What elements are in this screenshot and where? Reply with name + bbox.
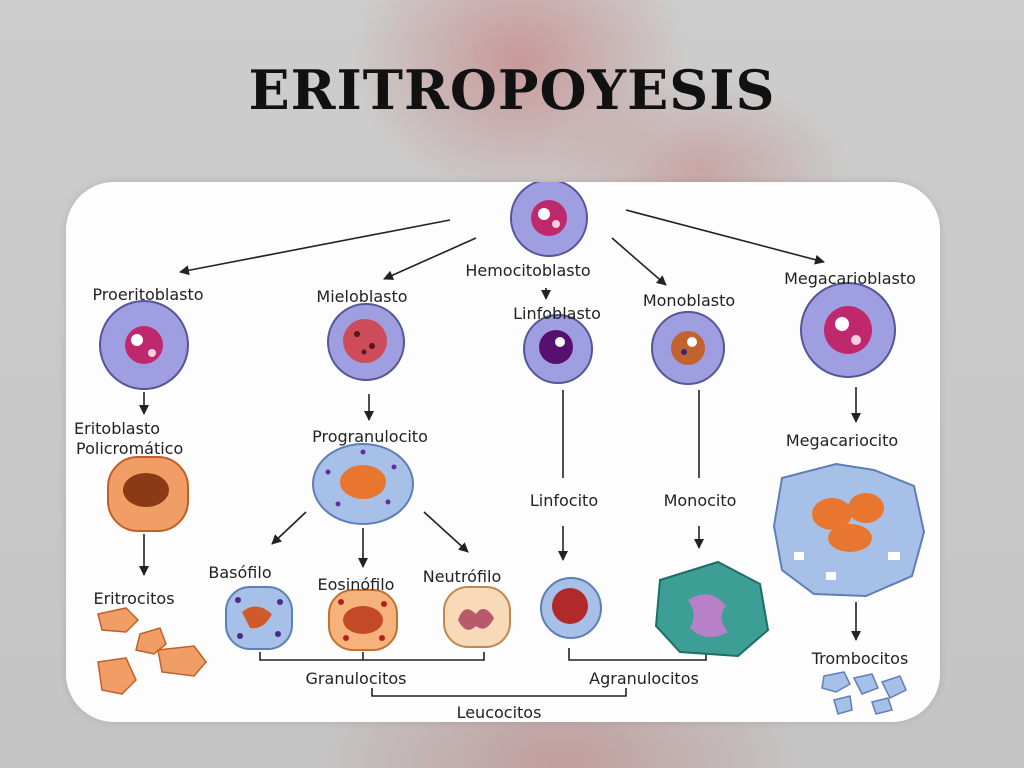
arrow-to-proeritoblasto xyxy=(179,219,451,276)
bracket-leucocitos xyxy=(371,688,627,697)
basofilo-cell xyxy=(225,586,293,650)
label-mieloblasto: Mieloblasto xyxy=(316,287,407,306)
linfocito-cell xyxy=(540,577,602,639)
slide-title: ERITROPOYESIS xyxy=(248,58,776,122)
label-monoblasto: Monoblasto xyxy=(643,291,735,310)
label-eritrocitos: Eritrocitos xyxy=(93,589,174,608)
label-megacariocito: Megacariocito xyxy=(786,431,898,450)
label-eritoblasto-line1: Eritoblasto xyxy=(74,419,160,438)
trombocitos-cells xyxy=(821,671,907,715)
label-granulocitos: Granulocitos xyxy=(306,669,407,688)
label-proeritoblasto: Proeritoblasto xyxy=(92,285,203,304)
bracket-granulocitos xyxy=(259,652,485,661)
arrow-to-mieloblasto xyxy=(383,237,477,280)
label-progranulocito: Progranulocito xyxy=(312,427,428,446)
eritoblasto-policromatico-cell xyxy=(107,456,189,532)
eritrocitos-cells xyxy=(97,607,207,695)
label-hemocitoblasto: Hemocitoblasto xyxy=(465,261,590,280)
arrow-to-megacarioblasto xyxy=(625,209,825,265)
linfoblasto-cell xyxy=(523,314,593,384)
mieloblasto-cell xyxy=(327,303,405,381)
label-eosinofilo: Eosinófilo xyxy=(318,575,395,594)
label-megacarioblasto: Megacarioblasto xyxy=(784,269,916,288)
neutrofilo-cell xyxy=(443,586,511,648)
label-linfocito: Linfocito xyxy=(530,491,598,510)
arrow-to-neutrofilo xyxy=(423,511,469,553)
label-monocito: Monocito xyxy=(664,491,737,510)
arrow-to-basofilo xyxy=(271,511,307,545)
monocito-cell xyxy=(654,560,770,658)
label-eritoblasto-line2: Policromático xyxy=(76,439,183,458)
megacarioblasto-cell xyxy=(800,282,896,378)
progranulocito-cell xyxy=(312,443,414,525)
monoblasto-cell xyxy=(651,311,725,385)
megacariocito-cell xyxy=(772,462,926,598)
proeritoblasto-cell xyxy=(99,300,189,390)
arrow-to-monoblasto xyxy=(611,237,667,286)
label-neutrofilo: Neutrófilo xyxy=(423,567,502,586)
label-trombocitos: Trombocitos xyxy=(811,649,909,668)
diagram-panel: Hemocitoblasto Proeritoblasto Mieloblast… xyxy=(66,182,940,722)
hematopoiesis-diagram: Hemocitoblasto Proeritoblasto Mieloblast… xyxy=(74,182,926,722)
label-basofilo: Basófilo xyxy=(208,563,271,582)
label-agranulocitos: Agranulocitos xyxy=(589,669,699,688)
eosinofilo-cell xyxy=(328,589,398,651)
label-leucocitos: Leucocitos xyxy=(457,703,542,722)
label-linfoblasto: Linfoblasto xyxy=(513,304,601,323)
hemocitoblasto-cell xyxy=(510,182,588,257)
